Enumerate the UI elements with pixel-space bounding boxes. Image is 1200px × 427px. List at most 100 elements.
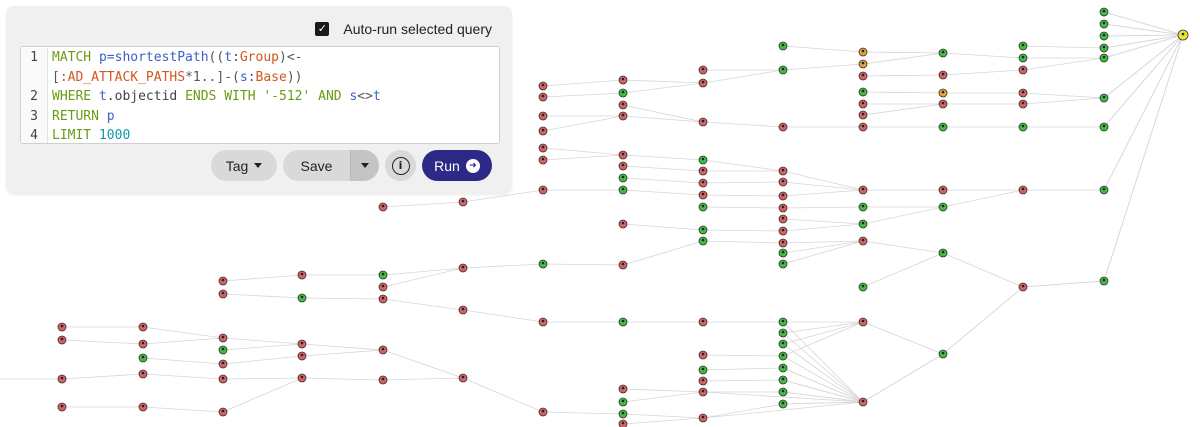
info-button[interactable]: i [385, 150, 416, 181]
user-node-icon[interactable] [858, 110, 868, 120]
user-node-icon[interactable] [618, 219, 628, 229]
group-node-icon[interactable] [1018, 122, 1028, 132]
group-node-icon[interactable] [778, 248, 788, 258]
group-node-icon[interactable] [938, 349, 948, 359]
user-node-icon[interactable] [698, 117, 708, 127]
user-node-icon[interactable] [778, 226, 788, 236]
user-node-icon[interactable] [1018, 282, 1028, 292]
auto-run-toggle[interactable]: ✓ Auto-run selected query [315, 21, 492, 37]
save-button[interactable]: Save [283, 150, 350, 181]
user-node-icon[interactable] [458, 197, 468, 207]
query-code[interactable]: MATCH p=shortestPath((t:Group)<-[:AD_ATT… [52, 48, 495, 143]
user-node-icon[interactable] [538, 92, 548, 102]
group-node-icon[interactable] [1099, 19, 1109, 29]
user-node-icon[interactable] [698, 376, 708, 386]
group-node-icon[interactable] [698, 225, 708, 235]
group-node-icon[interactable] [1099, 276, 1109, 286]
user-node-icon[interactable] [618, 419, 628, 427]
group-node-icon[interactable] [858, 87, 868, 97]
target-group-node-icon[interactable] [1177, 29, 1189, 41]
user-node-icon[interactable] [698, 65, 708, 75]
user-node-icon[interactable] [698, 78, 708, 88]
user-node-icon[interactable] [618, 75, 628, 85]
user-node-icon[interactable] [297, 373, 307, 383]
user-node-icon[interactable] [297, 351, 307, 361]
user-node-icon[interactable] [458, 263, 468, 273]
run-button[interactable]: Run ➜ [422, 150, 492, 181]
user-node-icon[interactable] [938, 99, 948, 109]
user-node-icon[interactable] [858, 99, 868, 109]
user-node-icon[interactable] [538, 143, 548, 153]
user-node-icon[interactable] [938, 185, 948, 195]
group-node-icon[interactable] [138, 353, 148, 363]
user-node-icon[interactable] [218, 374, 228, 384]
user-node-icon[interactable] [858, 317, 868, 327]
user-node-icon[interactable] [378, 294, 388, 304]
group-node-icon[interactable] [618, 185, 628, 195]
group-node-icon[interactable] [1099, 53, 1109, 63]
user-node-icon[interactable] [218, 407, 228, 417]
user-node-icon[interactable] [778, 238, 788, 248]
user-node-icon[interactable] [218, 289, 228, 299]
user-node-icon[interactable] [698, 190, 708, 200]
user-node-icon[interactable] [138, 402, 148, 412]
user-node-icon[interactable] [778, 177, 788, 187]
group-node-icon[interactable] [698, 202, 708, 212]
group-node-icon[interactable] [698, 155, 708, 165]
user-node-icon[interactable] [218, 333, 228, 343]
user-node-icon[interactable] [618, 161, 628, 171]
computer-node-icon[interactable] [858, 59, 868, 69]
group-node-icon[interactable] [618, 409, 628, 419]
group-node-icon[interactable] [778, 328, 788, 338]
user-node-icon[interactable] [378, 282, 388, 292]
group-node-icon[interactable] [858, 202, 868, 212]
user-node-icon[interactable] [538, 126, 548, 136]
tag-button[interactable]: Tag [211, 150, 277, 181]
group-node-icon[interactable] [778, 317, 788, 327]
user-node-icon[interactable] [1018, 65, 1028, 75]
user-node-icon[interactable] [858, 122, 868, 132]
group-node-icon[interactable] [1099, 185, 1109, 195]
group-node-icon[interactable] [618, 317, 628, 327]
user-node-icon[interactable] [538, 407, 548, 417]
user-node-icon[interactable] [57, 402, 67, 412]
user-node-icon[interactable] [138, 369, 148, 379]
user-node-icon[interactable] [858, 397, 868, 407]
user-node-icon[interactable] [778, 203, 788, 213]
code-line[interactable]: MATCH p=shortestPath((t:Group)<- [52, 48, 495, 68]
user-node-icon[interactable] [378, 345, 388, 355]
computer-node-icon[interactable] [938, 88, 948, 98]
user-node-icon[interactable] [778, 214, 788, 224]
user-node-icon[interactable] [538, 317, 548, 327]
group-node-icon[interactable] [1018, 53, 1028, 63]
code-line[interactable]: LIMIT 1000 [52, 126, 495, 143]
user-node-icon[interactable] [218, 359, 228, 369]
user-node-icon[interactable] [858, 185, 868, 195]
group-node-icon[interactable] [698, 365, 708, 375]
user-node-icon[interactable] [538, 185, 548, 195]
user-node-icon[interactable] [538, 81, 548, 91]
user-node-icon[interactable] [618, 384, 628, 394]
group-node-icon[interactable] [538, 259, 548, 269]
group-node-icon[interactable] [938, 122, 948, 132]
save-options-button[interactable] [350, 150, 379, 181]
user-node-icon[interactable] [938, 70, 948, 80]
user-node-icon[interactable] [458, 305, 468, 315]
group-node-icon[interactable] [378, 270, 388, 280]
group-node-icon[interactable] [1099, 93, 1109, 103]
group-node-icon[interactable] [1018, 41, 1028, 51]
user-node-icon[interactable] [138, 339, 148, 349]
user-node-icon[interactable] [618, 100, 628, 110]
code-line[interactable]: RETURN p [52, 107, 495, 127]
user-node-icon[interactable] [297, 270, 307, 280]
group-node-icon[interactable] [778, 41, 788, 51]
user-node-icon[interactable] [1018, 88, 1028, 98]
group-node-icon[interactable] [1099, 7, 1109, 17]
user-node-icon[interactable] [618, 111, 628, 121]
user-node-icon[interactable] [138, 322, 148, 332]
group-node-icon[interactable] [778, 375, 788, 385]
computer-node-icon[interactable] [858, 47, 868, 57]
user-node-icon[interactable] [698, 413, 708, 423]
